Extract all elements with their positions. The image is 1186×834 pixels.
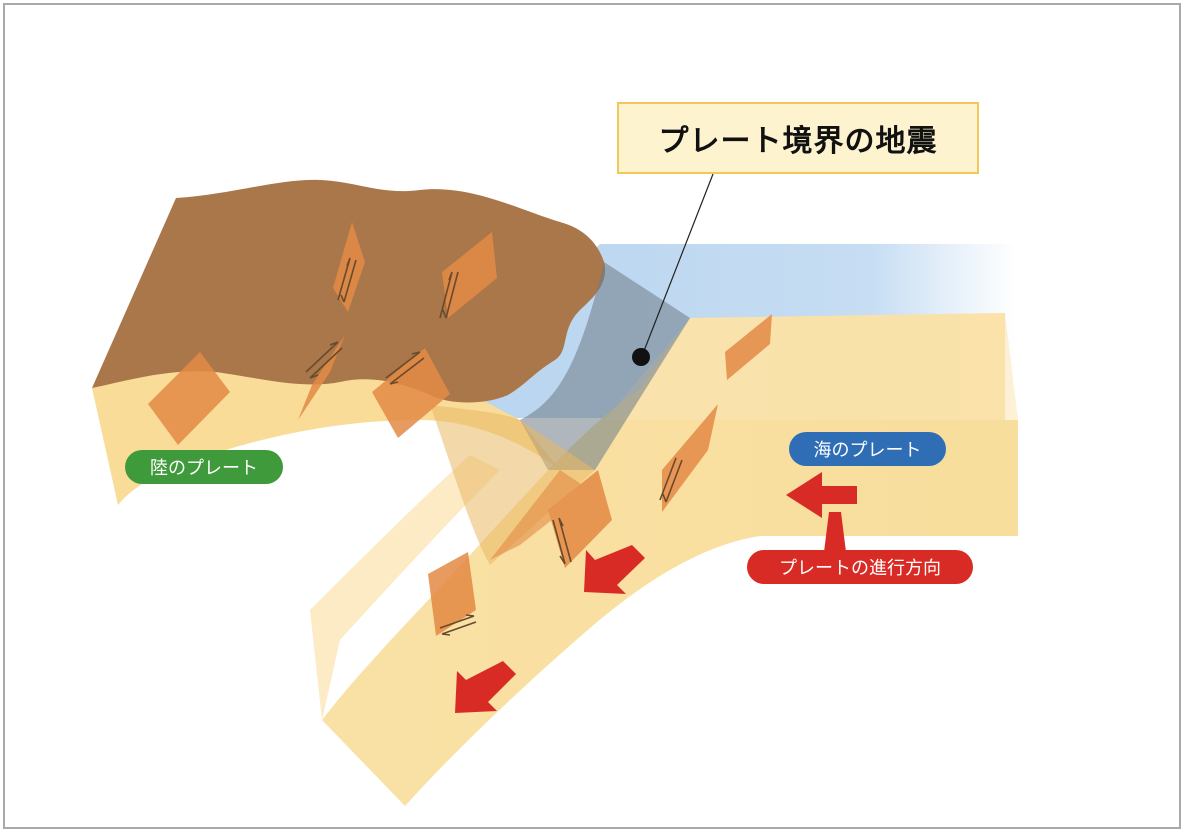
land-plate-label: 陸のプレート	[125, 450, 283, 484]
subduction-wedge	[520, 262, 690, 470]
slip-arrows	[305, 257, 683, 636]
sea-plate-label: 海のプレート	[789, 432, 946, 466]
direction-arrows	[455, 472, 857, 713]
fault-plane	[428, 552, 476, 636]
oceanic-plate-top-surface	[605, 313, 1018, 420]
hypocenter-dot	[632, 348, 650, 366]
leader-line	[641, 173, 714, 357]
fault-plane	[372, 348, 450, 438]
fault-plane	[662, 404, 718, 512]
fault-plane	[442, 232, 497, 318]
direction-arrow	[455, 661, 516, 713]
direction-callout-stem	[824, 512, 846, 552]
fault-plane	[490, 470, 590, 560]
plate-direction-label: プレートの進行方向	[747, 550, 973, 584]
fault-plane	[725, 314, 772, 380]
direction-arrow	[584, 545, 645, 594]
fault-plane	[548, 470, 612, 568]
fault-plane	[148, 352, 230, 445]
diagram-title: プレート境界の地震	[617, 102, 979, 174]
wedge-lower-shadow	[430, 405, 595, 565]
direction-arrow	[786, 472, 857, 518]
